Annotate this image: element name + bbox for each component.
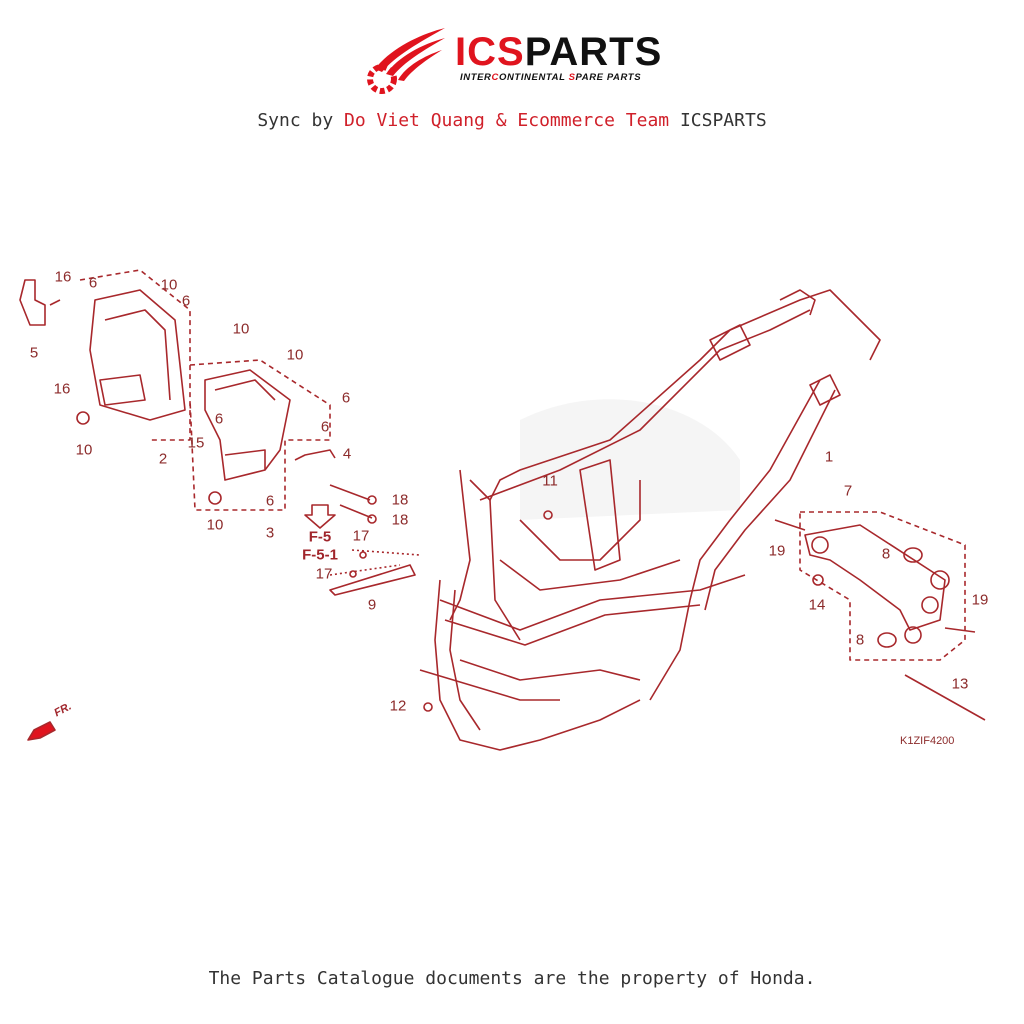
callout-label: 6: [214, 410, 224, 428]
callout-label: 10: [232, 320, 250, 338]
tag-3: ONTINENTAL: [498, 72, 569, 83]
callout-label: 6: [265, 492, 275, 510]
bracket-2: [79, 269, 191, 441]
bracket-3: [189, 359, 331, 511]
tag-5: PARE PARTS: [575, 72, 642, 83]
callout-label: 7: [843, 482, 853, 500]
callout-label: 8: [855, 631, 865, 649]
callout-label: 1: [824, 448, 834, 466]
callout-label: 6: [341, 389, 351, 407]
callout-label: 11: [542, 472, 558, 490]
callout-label: 6: [320, 418, 330, 436]
callout-label: 10: [206, 516, 224, 534]
washer-12: [423, 702, 433, 712]
sync-prefix: Sync by: [257, 110, 345, 131]
honda-watermark: [520, 399, 740, 520]
bolt-18: [329, 484, 373, 519]
sync-credit: Sync by Do Viet Quang & Ecommerce Team I…: [0, 110, 1024, 131]
brand-red: ICS: [455, 30, 525, 74]
front-direction-arrow-icon: [27, 721, 56, 741]
callout-label: 10: [75, 441, 93, 459]
ref-arrow-icon: [304, 504, 336, 529]
main-frame: [419, 289, 881, 751]
nut-10: [76, 411, 90, 425]
brand-dark: PARTS: [524, 30, 663, 74]
callout-label: 19: [971, 591, 989, 609]
part-4-clip: [294, 449, 336, 461]
copyright-notice: The Parts Catalogue documents are the pr…: [208, 968, 816, 989]
callout-label: 2: [158, 450, 168, 468]
sync-author: Do Viet Quang & Ecommerce Team: [344, 110, 670, 131]
tag-2: C: [491, 72, 499, 83]
callout-label: 16: [54, 268, 72, 286]
reference-f5-1[interactable]: F-5-1: [302, 546, 338, 564]
icsparts-logo-wing-icon: [367, 28, 445, 94]
tag-1: INTER: [460, 72, 492, 83]
brand-tagline: INTERCONTINENTAL SPARE PARTS: [460, 72, 641, 83]
callout-label: 13: [951, 675, 969, 693]
sync-suffix: ICSPARTS: [669, 110, 767, 131]
callout-label: 10: [286, 346, 304, 364]
callout-label: 16: [53, 380, 71, 398]
nut-10b: [208, 491, 222, 505]
callout-label: 6: [181, 292, 191, 310]
figure-code: K1ZIF4200: [900, 735, 955, 747]
callout-label: 3: [265, 524, 275, 542]
callout-label: 19: [768, 542, 786, 560]
callout-label: 18: [391, 491, 409, 509]
nut-11: [543, 510, 553, 520]
callout-label: 5: [29, 344, 39, 362]
tag-4: S: [568, 72, 576, 83]
callout-label: 10: [160, 276, 178, 294]
callout-label: 15: [187, 434, 205, 452]
brand-name: ICSPARTS: [455, 30, 662, 75]
callout-label: 17: [315, 565, 333, 583]
callout-label: 6: [88, 274, 98, 292]
callout-label: 9: [367, 596, 377, 614]
callout-label: 12: [389, 697, 407, 715]
callout-label: 18: [391, 511, 409, 529]
callout-label: 17: [352, 527, 370, 545]
engine-hanger-7: [774, 511, 986, 721]
callout-label: 4: [342, 445, 352, 463]
reference-f5[interactable]: F-5: [308, 528, 332, 546]
part-5-clip: [19, 279, 61, 326]
part-9-stay: [329, 564, 416, 596]
callout-label: 8: [881, 545, 891, 563]
callout-label: 14: [808, 596, 826, 614]
